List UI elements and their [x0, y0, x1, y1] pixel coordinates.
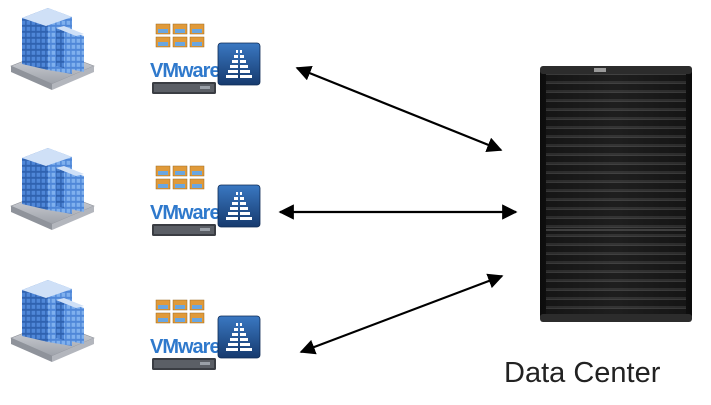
link-arrow-bottom	[299, 273, 504, 355]
vmware-label: VMware	[150, 336, 220, 358]
server-rack-icon	[540, 66, 692, 322]
office-building-icon	[10, 7, 95, 91]
data-center-label: Data Center	[504, 357, 661, 389]
pyramid-app-icon	[217, 42, 261, 86]
office-building-icon	[10, 279, 95, 363]
pyramid-app-icon	[217, 315, 261, 359]
link-arrow-top	[295, 66, 503, 152]
vmware-label: VMware	[150, 60, 220, 82]
office-building-icon	[10, 147, 95, 231]
vmware-host-icon	[151, 23, 217, 95]
vmware-host-icon	[151, 299, 217, 371]
pyramid-app-icon	[217, 184, 261, 228]
vmware-label: VMware	[150, 202, 220, 224]
vmware-host-icon	[151, 165, 217, 237]
